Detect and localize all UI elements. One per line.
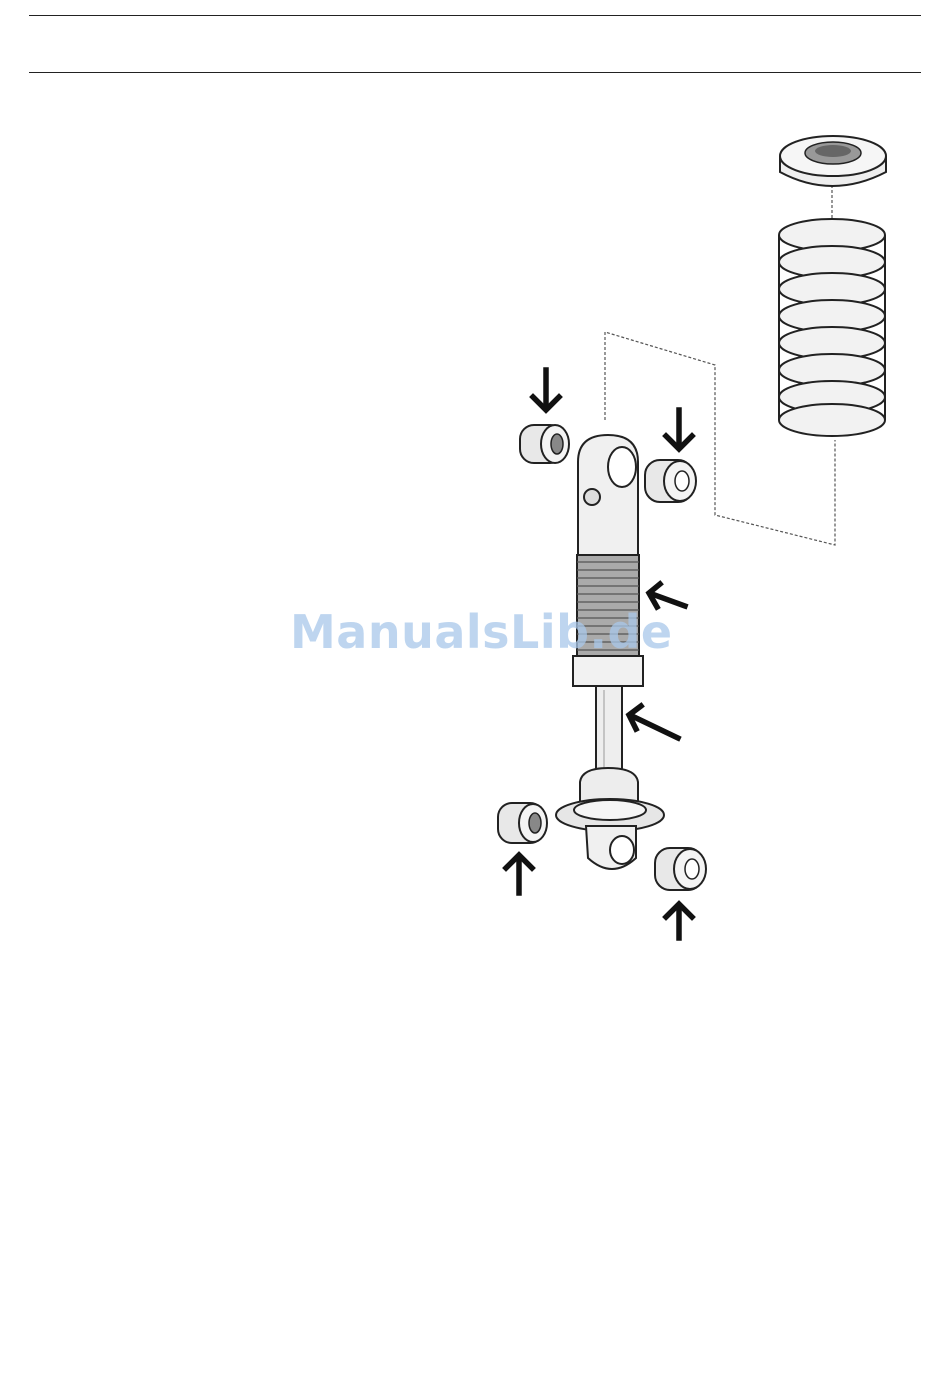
header-rule-bottom <box>29 72 921 73</box>
arrow-down-upper-left <box>533 370 559 410</box>
spring-seat <box>780 136 886 186</box>
arrow-down-upper-right <box>666 410 692 449</box>
upper-bushing-left <box>520 425 569 463</box>
lower-bushing-left <box>498 803 547 843</box>
shock-absorber-body <box>556 435 664 869</box>
arrow-up-lower-left <box>506 855 532 893</box>
arrow-rod <box>629 706 678 738</box>
arrow-thread <box>649 584 685 607</box>
lower-bushing-right <box>655 848 706 890</box>
arrow-up-lower-right <box>666 904 692 938</box>
upper-bushing-right <box>645 460 696 502</box>
coil-spring <box>779 219 885 436</box>
header-rule-top <box>29 15 921 16</box>
shock-absorber-diagram <box>480 120 920 960</box>
